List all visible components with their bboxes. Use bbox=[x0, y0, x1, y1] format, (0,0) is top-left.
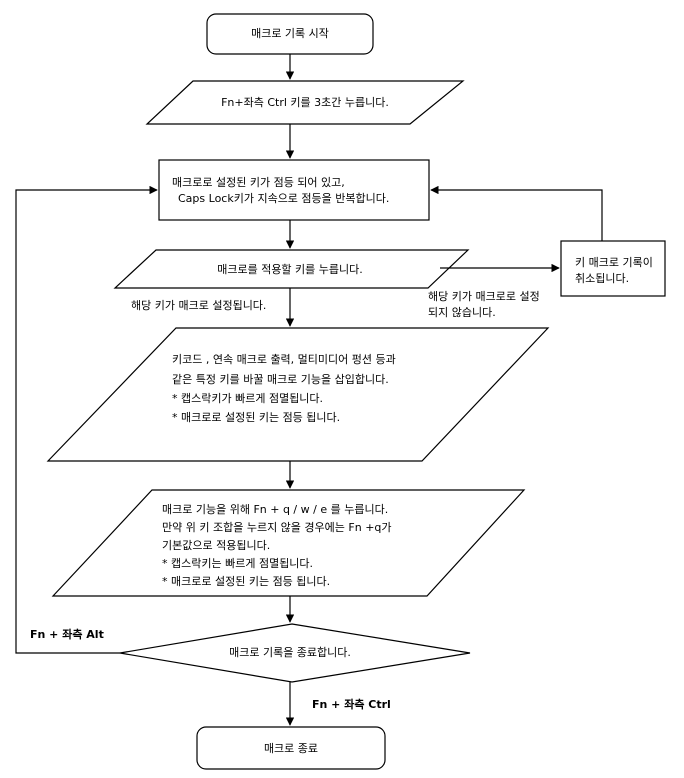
blink-state-line-1: 매크로로 설정된 키가 점등 되어 있고, bbox=[172, 176, 345, 189]
end-label: 매크로 종료 bbox=[263, 742, 319, 755]
start-label: 매크로 기록 시작 bbox=[251, 27, 329, 40]
insert-line-2: 같은 특정 키를 바꿀 매크로 기능을 삽입합니다. bbox=[172, 373, 389, 386]
slot-line-2: 만약 위 키 조합을 누르지 않을 경우에는 Fn +q가 bbox=[162, 521, 392, 534]
choose-slot-io bbox=[51, 489, 526, 597]
slot-line-3: 기본값으로 적용됩니다. bbox=[162, 539, 271, 552]
insert-line-4: * 매크로로 설정된 키는 점등 됩니다. bbox=[172, 411, 341, 424]
edge-cancel-to-blink bbox=[430, 185, 603, 241]
cancel-box bbox=[560, 240, 666, 297]
insert-line-1: 키코드 , 연속 매크로 출력, 멀티미디어 펑션 등과 bbox=[172, 353, 396, 366]
edge-decision-loop bbox=[15, 185, 158, 654]
slot-line-1: 매크로 기능을 위해 Fn + q / w / e 를 누릅니다. bbox=[162, 503, 389, 516]
cancel-line-1: 키 매크로 기록이 bbox=[575, 256, 653, 269]
edge-label-key-set: 해당 키가 매크로 설정됩니다. bbox=[131, 299, 267, 312]
insert-line-3: * 캡스락키가 빠르게 점멸됩니다. bbox=[172, 392, 324, 405]
edge-label-not-set-2: 되지 않습니다. bbox=[428, 306, 496, 319]
insert-function-io bbox=[46, 327, 550, 462]
blink-state-line-2: Caps Lock키가 지속으로 점등을 반복합니다. bbox=[178, 192, 390, 205]
edge-label-finish-ctrl: Fn + 좌측 Ctrl bbox=[312, 698, 391, 711]
end-terminal bbox=[196, 726, 386, 770]
edge-label-loop-alt: Fn + 좌측 Alt bbox=[30, 628, 104, 641]
cancel-line-2: 취소됩니다. bbox=[575, 272, 630, 285]
slot-line-4: * 캡스락키는 빠르게 점멸됩니다. bbox=[162, 557, 314, 570]
edge-label-not-set-1: 해당 키가 매크로로 설정 bbox=[428, 290, 540, 303]
press-key-label: 매크로를 적용할 키를 누릅니다. bbox=[217, 263, 363, 276]
end-decision-label: 매크로 기록을 종료합니다. bbox=[229, 646, 351, 659]
press-key-io bbox=[113, 249, 470, 289]
blink-state-process bbox=[158, 159, 430, 221]
hold-fn-label: Fn+좌측 Ctrl 키를 3초간 누릅니다. bbox=[221, 96, 389, 109]
end-decision bbox=[119, 623, 471, 683]
hold-fn-io bbox=[145, 80, 465, 125]
slot-line-5: * 매크로로 설정된 키는 점등 됩니다. bbox=[162, 575, 331, 588]
